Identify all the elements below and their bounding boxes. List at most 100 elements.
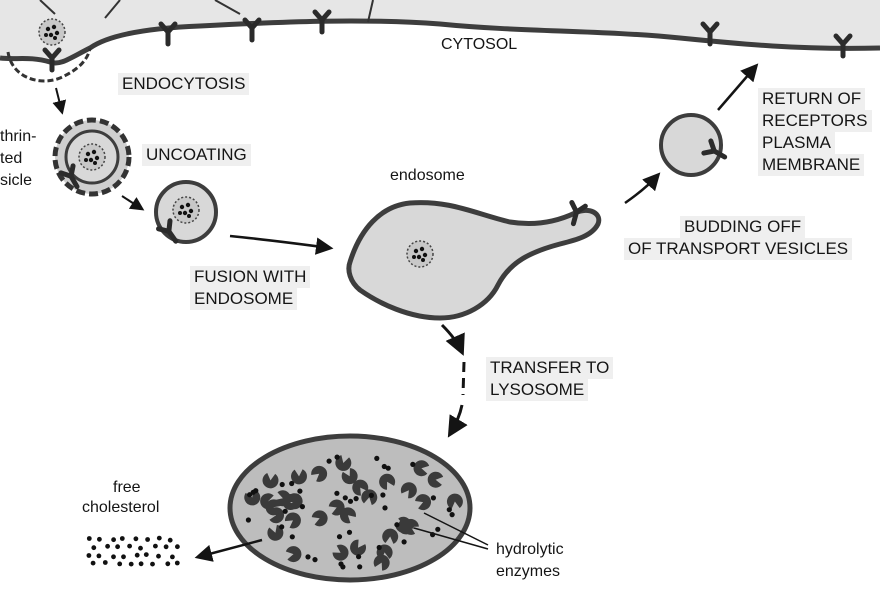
cholesterol-dot — [385, 465, 391, 471]
free-cholesterol-dot — [97, 536, 102, 542]
label-endosome: endosome — [390, 167, 465, 184]
cholesterol-dot — [356, 554, 362, 560]
free-cholesterol-dot — [86, 536, 92, 541]
coated-pit — [6, 18, 92, 83]
arrow-icon — [52, 87, 67, 115]
free-cholesterol-dot — [156, 535, 162, 541]
label-budding-line-2: OF TRANSPORT VESICLES — [624, 238, 853, 260]
free-cholesterol-dot — [102, 560, 108, 565]
label-transfer-line-2: LYSOSOME — [486, 379, 589, 401]
cholesterol-dot — [346, 529, 353, 535]
free-cholesterol-dot — [150, 561, 155, 567]
cholesterol-dot — [334, 454, 340, 460]
label-hydrolytic-enzymes-line-2: enzymes — [496, 563, 561, 580]
arrow-icon — [121, 195, 145, 211]
lysosome — [227, 433, 473, 583]
cholesterol-dot — [312, 557, 318, 563]
cholesterol-dot — [446, 507, 452, 513]
cholesterol-dot — [247, 492, 253, 498]
free-cholesterol-dot — [119, 536, 125, 541]
arrow-icon — [717, 63, 759, 111]
arrow-icon — [624, 172, 661, 205]
label-transfer-line-1: TRANSFER TO — [486, 357, 614, 379]
free-cholesterol-dot — [86, 553, 92, 558]
label-return-line-3: PLASMA — [758, 132, 835, 154]
free-cholesterol-dot — [138, 545, 143, 551]
free-cholesterol-dot — [165, 561, 171, 567]
cholesterol-dot — [326, 458, 332, 464]
cholesterol-dot — [297, 488, 303, 494]
label-return-line-2: RECEPTORS — [758, 110, 872, 132]
cholesterol-dot — [279, 481, 285, 488]
cholesterol-dot — [299, 504, 305, 510]
free-cholesterol-dot — [96, 553, 102, 559]
cholesterol-dot — [380, 492, 386, 498]
free-cholesterol-dot — [91, 545, 97, 551]
cholesterol-dot — [347, 498, 354, 504]
cholesterol-dot — [382, 505, 388, 511]
free-cholesterol-dot — [156, 553, 161, 559]
endosome — [346, 203, 602, 321]
cholesterol-dot — [340, 564, 346, 570]
cholesterol-dot — [279, 524, 285, 530]
lysosome-contents — [242, 454, 464, 573]
label-hydrolytic-enzymes-line-1: hydrolytic — [496, 541, 564, 558]
ldl-particle-icon — [78, 143, 106, 171]
label-uncoating: UNCOATING — [142, 144, 251, 166]
cholesterol-dot — [435, 526, 441, 532]
cholesterol-dot — [374, 455, 380, 461]
label-endocytosis: ENDOCYTOSIS — [118, 73, 250, 95]
label-cytosol: CYTOSOL — [441, 36, 518, 53]
free-cholesterol-dot — [121, 554, 126, 560]
free-cholesterol-dot — [138, 561, 144, 567]
free-cholesterol-dot — [117, 561, 123, 567]
label-fusion-line-1: FUSION WITH — [190, 266, 311, 288]
free-cholesterol-dot — [128, 561, 134, 567]
cholesterol-dot — [305, 554, 311, 560]
clathrin-coated-vesicle — [52, 117, 132, 197]
free-cholesterol-dot — [153, 543, 158, 549]
arrow-icon — [447, 404, 468, 438]
cholesterol-dot — [336, 534, 343, 540]
free-cholesterol-dot — [90, 560, 96, 566]
free-cholesterol-dot — [167, 537, 173, 543]
label-return-line-1: RETURN OF — [758, 88, 866, 110]
cholesterol-dot — [394, 522, 400, 528]
free-cholesterol-dot — [145, 537, 151, 542]
label-clathrin-line-2: ted — [0, 150, 23, 167]
arrow-icon — [194, 538, 263, 562]
ldl-particle-icon — [406, 240, 434, 268]
arrow-icon — [229, 234, 334, 255]
ldl-particle-icon — [172, 196, 200, 224]
free-cholesterol-dot — [163, 544, 169, 550]
free-cholesterol-dot — [133, 536, 139, 542]
uncoated-vesicle — [154, 180, 218, 245]
cholesterol-dot — [353, 496, 359, 502]
label-return-line-4: MEMBRANE — [758, 154, 865, 176]
free-cholesterol-dot — [127, 543, 132, 549]
label-clathrin-line-3: sicle — [0, 172, 33, 189]
free-cholesterol-dot — [170, 554, 175, 560]
cholesterol-dot — [357, 564, 363, 570]
cholesterol-dot — [376, 544, 382, 551]
cholesterol-dot — [334, 490, 340, 496]
cholesterol-dot — [342, 495, 348, 501]
cholesterol-dot — [245, 517, 251, 523]
free-cholesterol-dot — [143, 552, 149, 557]
plasma-membrane — [0, 0, 880, 66]
free-cholesterol-dot — [175, 544, 180, 550]
label-fusion-line-2: ENDOSOME — [190, 288, 298, 310]
free-cholesterol-dot — [111, 554, 116, 560]
arrow-icon — [440, 323, 465, 356]
free-cholesterol-dots — [86, 535, 180, 567]
cholesterol-dot — [430, 495, 436, 501]
ldl-particle-icon — [38, 18, 66, 46]
cholesterol-dot — [368, 492, 374, 498]
label-free-cholesterol-line-1: free — [113, 479, 141, 496]
cholesterol-dot — [449, 511, 455, 518]
free-cholesterol-dot — [111, 537, 116, 543]
cholesterol-dot — [410, 461, 416, 467]
cholesterol-dot — [289, 480, 295, 487]
